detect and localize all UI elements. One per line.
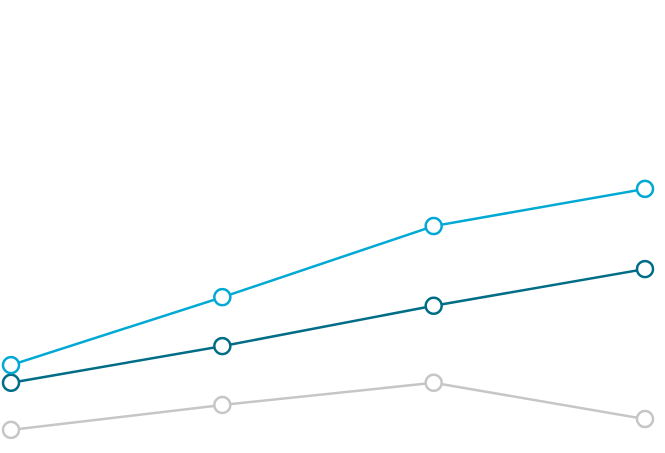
series-1 bbox=[1, 259, 655, 393]
data-point bbox=[424, 373, 443, 393]
series-2 bbox=[1, 373, 655, 440]
data-point bbox=[1, 420, 21, 440]
data-point bbox=[1, 355, 21, 375]
data-point bbox=[213, 395, 232, 415]
data-point bbox=[1, 373, 21, 393]
data-point bbox=[424, 296, 443, 316]
data-point bbox=[635, 409, 655, 429]
series-line-0 bbox=[10, 187, 646, 367]
data-point bbox=[635, 179, 655, 199]
data-point bbox=[635, 259, 655, 279]
series-line-2 bbox=[10, 381, 646, 432]
data-point bbox=[424, 216, 443, 236]
data-point bbox=[213, 287, 232, 307]
series-line-1 bbox=[10, 267, 646, 385]
data-point bbox=[213, 336, 232, 356]
series-0 bbox=[1, 179, 655, 375]
